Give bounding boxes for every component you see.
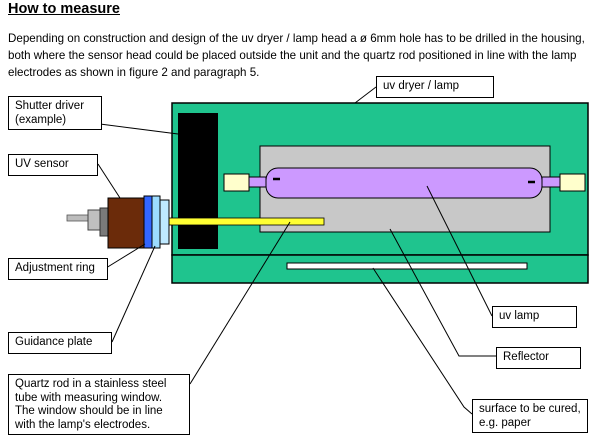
electrode-left — [223, 173, 250, 192]
leader-quartz — [189, 221, 291, 385]
leader-surface — [372, 267, 473, 415]
page-title: How to measure — [8, 1, 120, 17]
leader-reflector — [389, 228, 496, 357]
leader-adjustment — [105, 243, 146, 269]
leader-dryer — [354, 86, 377, 104]
leader-shutter — [99, 123, 179, 135]
label-quartz-rod: Quartz rod in a stainless steel tube wit… — [8, 374, 190, 435]
quartz-rod — [151, 217, 325, 226]
guidance-plate-inner — [159, 199, 170, 245]
intro-paragraph: Depending on construction and design of … — [8, 32, 585, 79]
label-uv-sensor: UV sensor — [8, 154, 98, 176]
leader-uv-sensor — [97, 163, 121, 199]
cable-stub — [66, 214, 90, 222]
label-curing-surface: surface to be cured, e.g. paper — [472, 399, 588, 433]
shutter-driver — [178, 113, 218, 249]
label-uv-dryer: uv dryer / lamp — [376, 76, 494, 98]
electrode-right — [559, 173, 586, 192]
lamp-end-right — [541, 176, 561, 188]
lamp-end-left — [247, 176, 267, 188]
label-uv-lamp: uv lamp — [492, 306, 577, 328]
curing-surface — [286, 262, 528, 270]
uv-sensor-body — [107, 197, 145, 249]
label-shutter-driver: Shutter driver (example) — [8, 96, 102, 130]
leader-guidance — [111, 245, 156, 343]
cable-connector — [87, 209, 101, 231]
label-adjustment-ring: Adjustment ring — [8, 258, 108, 280]
label-reflector: Reflector — [496, 347, 581, 369]
adjustment-ring — [143, 195, 153, 249]
uv-lamp-tube — [265, 167, 543, 199]
guidance-plate — [151, 195, 161, 249]
leader-uv-lamp — [426, 185, 493, 317]
label-guidance-plate: Guidance plate — [8, 332, 112, 354]
connector-nut — [99, 207, 109, 237]
